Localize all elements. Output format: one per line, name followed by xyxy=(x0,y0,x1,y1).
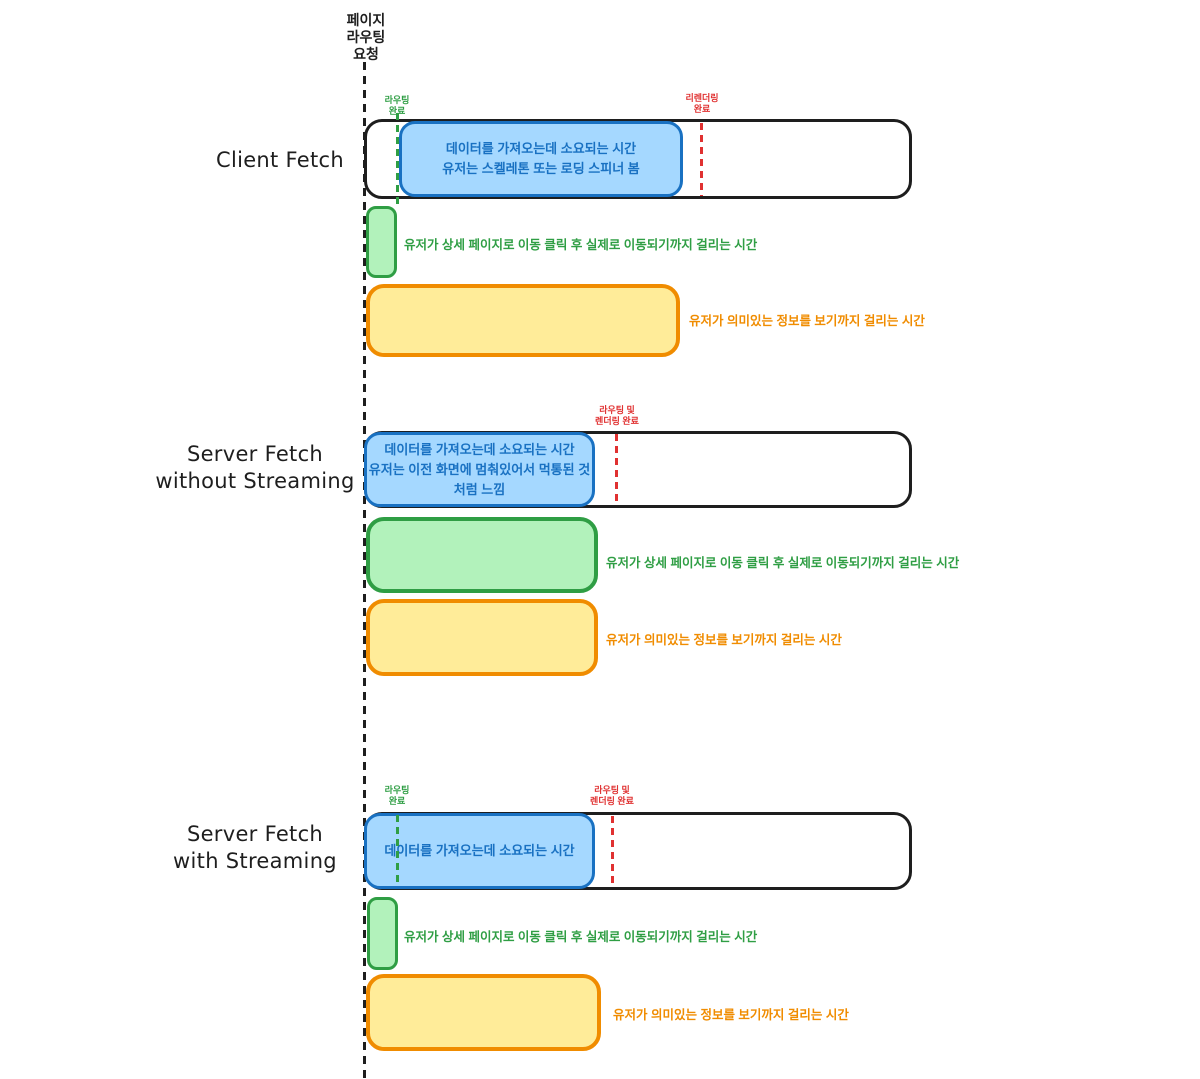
server-fetch-no-stream-meaningful-paint-label: 유저가 의미있는 정보를 보기까지 걸리는 시간 xyxy=(606,633,842,647)
client-fetch-meaningful-paint-label: 유저가 의미있는 정보를 보기까지 걸리는 시간 xyxy=(689,314,925,328)
client-fetch-navigation-duration-label: 유저가 상세 페이지로 이동 클릭 후 실제로 이동되기까지 걸리는 시간 xyxy=(404,238,758,252)
fetch-duration-text-line: 유저는 스켈레톤 또는 로딩 스피너 봄 xyxy=(442,161,640,176)
page-routing-request-line: 라우팅 xyxy=(346,29,386,45)
marker-label-line: 렌더링 완료 xyxy=(590,796,634,806)
marker-label-line: 완료 xyxy=(388,106,406,116)
server-fetch-stream-routing-done-line xyxy=(396,815,399,887)
section-title-client-fetch: Client Fetch xyxy=(175,147,385,174)
server-fetch-stream-render-done-line xyxy=(611,816,614,887)
server-fetch-stream-navigation-duration-label: 유저가 상세 페이지로 이동 클릭 후 실제로 이동되기까지 걸리는 시간 xyxy=(404,930,758,944)
server-fetch-stream-meaningful-paint-label: 유저가 의미있는 정보를 보기까지 걸리는 시간 xyxy=(613,1008,849,1022)
server-fetch-stream-routing-done-label: 라우팅 완료 xyxy=(374,785,420,807)
page-routing-request-line: 페이지 xyxy=(346,12,386,28)
fetch-duration-text-line: 데이터를 가져오는데 소요되는 시간 xyxy=(384,441,575,457)
server-fetch-stream-navigation-duration-box xyxy=(367,897,398,970)
section-title-line: with Streaming xyxy=(173,849,337,873)
server-fetch-no-stream-navigation-duration-label: 유저가 상세 페이지로 이동 클릭 후 실제로 이동되기까지 걸리는 시간 xyxy=(606,556,960,570)
server-fetch-no-stream-render-done-line xyxy=(615,434,618,506)
server-fetch-no-stream-data-duration-box: 데이터를 가져오는데 소요되는 시간 유저는 이전 화면에 멈춰있어서 먹통된 … xyxy=(364,432,595,507)
marker-label-line: 완료 xyxy=(693,104,711,114)
server-fetch-stream-render-done-label: 라우팅 및 렌더링 완료 xyxy=(581,785,643,807)
marker-label-line: 라우팅 및 xyxy=(599,405,635,415)
fetch-duration-text-line: 유저는 이전 화면에 멈춰있어서 먹통된 것 처럼 느낌 xyxy=(368,461,591,497)
server-fetch-no-stream-navigation-duration-box xyxy=(366,517,598,593)
server-fetch-no-stream-render-done-label: 라우팅 및 렌더링 완료 xyxy=(586,405,648,427)
marker-label-line: 라우팅 xyxy=(384,785,410,795)
client-fetch-data-duration-box: 데이터를 가져오는데 소요되는 시간 유저는 스켈레톤 또는 로딩 스피너 봄 xyxy=(399,121,683,197)
section-title-server-fetch-without-streaming: Server Fetch without Streaming xyxy=(130,441,380,495)
client-fetch-rerender-done-line xyxy=(700,123,703,196)
server-fetch-stream-meaningful-paint-box xyxy=(366,974,601,1051)
client-fetch-rerender-done-label: 리렌더링 완료 xyxy=(672,93,732,115)
section-title-server-fetch-with-streaming: Server Fetch with Streaming xyxy=(130,821,380,875)
page-routing-request-label: 페이지 라우팅 요청 xyxy=(331,12,401,63)
section-title-line: Server Fetch xyxy=(186,442,324,466)
page-routing-request-line: 요청 xyxy=(353,46,379,62)
fetch-duration-text-line: 데이터를 가져오는데 소요되는 시간 xyxy=(384,843,575,858)
marker-label-line: 라우팅 및 xyxy=(594,785,630,795)
marker-label-line: 완료 xyxy=(388,796,406,806)
client-fetch-meaningful-paint-box xyxy=(366,284,680,357)
client-fetch-navigation-duration-box xyxy=(366,206,397,278)
section-title-line: Server Fetch xyxy=(186,822,324,846)
section-title-line: Client Fetch xyxy=(215,148,344,172)
marker-label-line: 라우팅 xyxy=(384,95,410,105)
section-title-line: without Streaming xyxy=(155,469,355,493)
marker-label-line: 리렌더링 xyxy=(685,93,719,103)
client-fetch-routing-done-line xyxy=(396,113,399,206)
server-fetch-stream-data-duration-box: 데이터를 가져오는데 소요되는 시간 xyxy=(364,813,595,889)
page-routing-request-timeline xyxy=(363,62,366,1079)
marker-label-line: 렌더링 완료 xyxy=(595,416,639,426)
fetch-duration-text-line: 데이터를 가져오는데 소요되는 시간 xyxy=(445,141,637,156)
client-fetch-routing-done-label: 라우팅 완료 xyxy=(374,95,420,117)
server-fetch-no-stream-meaningful-paint-box xyxy=(366,599,598,676)
